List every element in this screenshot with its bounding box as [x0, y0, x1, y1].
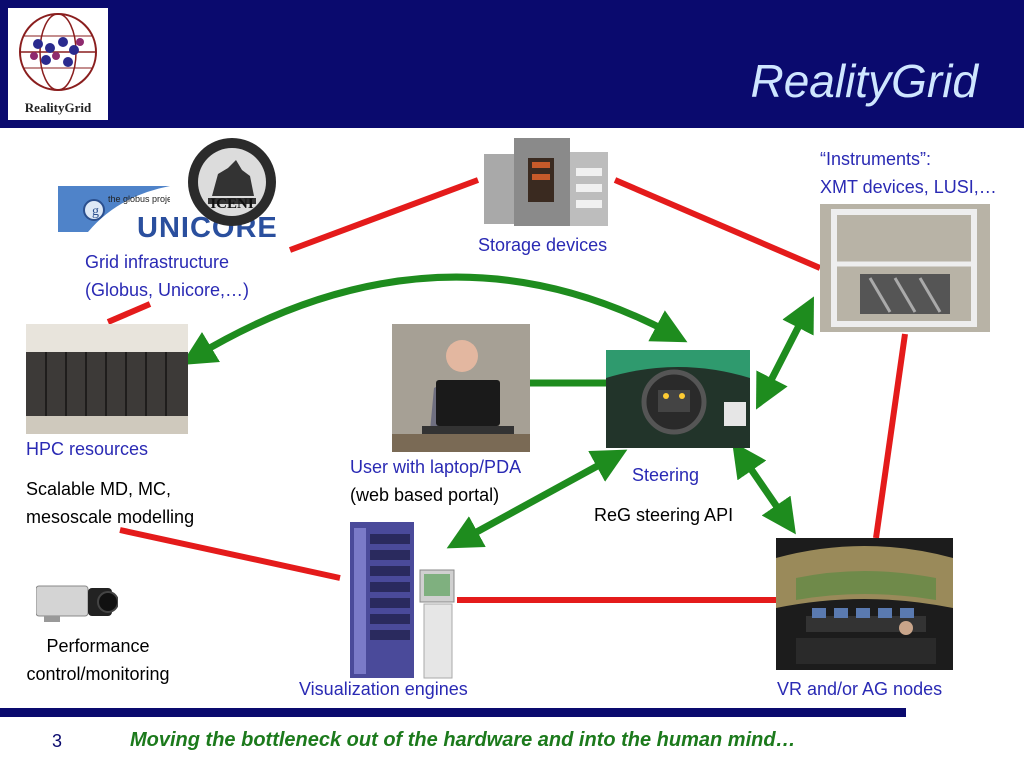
xmt-device-icon: [820, 204, 990, 332]
globe-icon: [19, 13, 97, 91]
slogan: Moving the bottleneck out of the hardwar…: [130, 729, 796, 751]
link-hpc-steering: [180, 273, 688, 365]
supercomputer-icon: [26, 324, 188, 434]
globus-icon: g: [58, 186, 170, 232]
steering-image: [606, 350, 750, 448]
header-bar: [0, 0, 1024, 128]
performance-label-line1: Performance: [46, 636, 150, 656]
statue-icon: [198, 148, 266, 216]
instruments-label-line1: “Instruments”:: [820, 149, 932, 169]
vr-nodes-image: [776, 538, 953, 670]
grid-infrastructure-label-line1: Grid infrastructure: [85, 252, 230, 272]
page-title: RealityGrid: [750, 55, 978, 107]
steering-api-label: ReG steering API: [594, 505, 734, 525]
link-steering-viz: [446, 449, 628, 549]
steering-label: Steering: [632, 465, 700, 485]
visualization-engines-image: [346, 520, 456, 680]
link-instruments-vr: [873, 333, 908, 539]
storage-devices-image: [484, 134, 608, 230]
hpc-description-line2: mesoscale modelling: [26, 507, 195, 527]
link-hpc-viz: [119, 527, 341, 581]
vr-nodes-label: VR and/or AG nodes: [777, 679, 943, 699]
footer-bar: [0, 708, 906, 717]
hpc-resources-label: HPC resources: [26, 439, 149, 459]
realitygrid-logo: RealityGrid: [8, 8, 108, 120]
performance-label-line2: control/monitoring: [26, 664, 170, 684]
user-laptop-description: (web based portal): [350, 485, 500, 505]
instruments-label-line2: XMT devices, LUSI,…: [820, 177, 997, 197]
storage-devices-label: Storage devices: [478, 235, 608, 255]
user-laptop-icon: [392, 324, 530, 452]
link-steering-instruments: [756, 296, 814, 410]
globus-text: the globus project: [108, 194, 170, 204]
page-number: 3: [52, 731, 63, 751]
instruments-image: [820, 204, 990, 332]
link-grid-storage: [288, 177, 480, 253]
link-steering-vr: [732, 441, 796, 535]
camera-image: [36, 580, 118, 624]
visualization-engines-label: Visualization engines: [299, 679, 468, 699]
user-laptop-image: [392, 324, 530, 452]
grid-infrastructure-label-line2: (Globus, Unicore,…): [85, 280, 250, 300]
steering-wheel-icon: [606, 350, 750, 448]
storage-unit-icon: [484, 138, 608, 226]
link-grid-hpc: [106, 301, 152, 325]
logo-text: RealityGrid: [24, 100, 92, 115]
iceni-logo: ICENI: [188, 138, 276, 226]
server-rack-icon: [350, 522, 455, 679]
link-storage-instruments: [613, 177, 822, 271]
user-laptop-label: User with laptop/PDA: [350, 457, 522, 477]
hpc-description-line1: Scalable MD, MC,: [26, 479, 172, 499]
hpc-resources-image: [26, 324, 188, 434]
iceni-text: ICENI: [210, 196, 254, 212]
vr-room-icon: [776, 538, 953, 670]
svg-text:g: g: [92, 204, 99, 219]
globus-logo: g the globus project: [58, 186, 170, 232]
camera-icon: [36, 585, 118, 622]
